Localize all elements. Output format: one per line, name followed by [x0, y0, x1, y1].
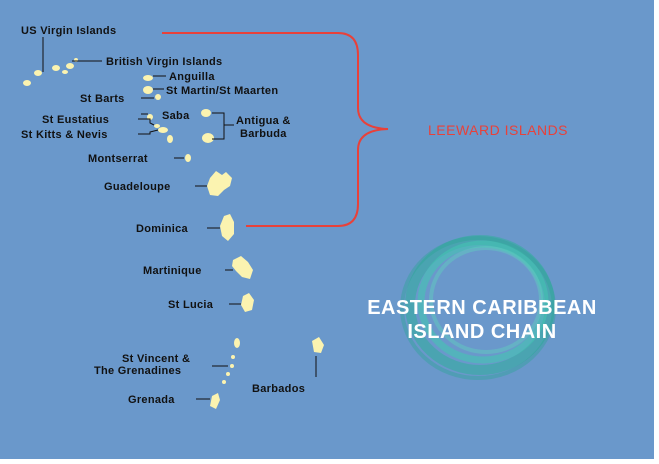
label-st-vincent-line2: The Grenadines — [94, 365, 181, 377]
st-eustatius-shape — [154, 124, 160, 128]
st-lucia-shape — [241, 293, 254, 312]
leeward-bracket — [162, 32, 389, 227]
label-saba: Saba — [162, 110, 190, 122]
label-st-vincent-line1: St Vincent & — [122, 353, 190, 365]
label-grenada: Grenada — [128, 394, 175, 406]
st-barts-shape — [155, 94, 161, 100]
label-st-martin: St Martin/St Maarten — [166, 85, 278, 97]
british-virgin-islands-shape — [62, 58, 78, 74]
leader-antigua-bracket — [212, 112, 225, 140]
label-leeward-islands: LEEWARD ISLANDS — [428, 122, 568, 138]
label-st-lucia: St Lucia — [168, 299, 214, 311]
label-martinique: Martinique — [143, 265, 202, 277]
label-st-barts: St Barts — [80, 93, 125, 105]
map-title-line1: EASTERN CARIBBEAN — [367, 297, 597, 319]
st-kitts-nevis-shape — [158, 127, 173, 143]
swirl-logo — [400, 235, 556, 380]
antigua-barbuda-shape — [201, 109, 214, 143]
label-dominica: Dominica — [136, 223, 188, 235]
label-montserrat: Montserrat — [88, 153, 148, 165]
map-title-line2: ISLAND CHAIN — [407, 321, 556, 343]
label-antigua-line1: Antigua & — [236, 115, 291, 127]
label-us-virgin-islands: US Virgin Islands — [21, 25, 116, 37]
us-virgin-islands-shape — [23, 65, 60, 86]
leader-lines — [42, 37, 317, 400]
leader-st-eustatius — [138, 118, 155, 126]
islands — [23, 58, 324, 409]
grenada-shape — [210, 393, 220, 409]
island-labels: US Virgin Islands British Virgin Islands… — [21, 25, 305, 406]
leader-st-kitts — [138, 129, 159, 135]
label-st-eustatius: St Eustatius — [42, 114, 109, 126]
label-st-kitts-nevis: St Kitts & Nevis — [21, 129, 108, 141]
label-guadeloupe: Guadeloupe — [104, 181, 171, 193]
montserrat-shape — [185, 154, 191, 162]
st-martin-shape — [143, 86, 153, 94]
st-vincent-grenadines-shape — [222, 338, 240, 384]
barbados-shape — [312, 337, 324, 353]
dominica-shape — [220, 214, 234, 241]
label-british-virgin-islands: British Virgin Islands — [106, 56, 222, 68]
martinique-shape — [232, 256, 253, 279]
label-antigua-line2: Barbuda — [240, 128, 287, 140]
label-barbados: Barbados — [252, 383, 305, 395]
label-anguilla: Anguilla — [169, 71, 215, 83]
anguilla-shape — [143, 75, 153, 81]
guadeloupe-shape — [207, 171, 232, 196]
